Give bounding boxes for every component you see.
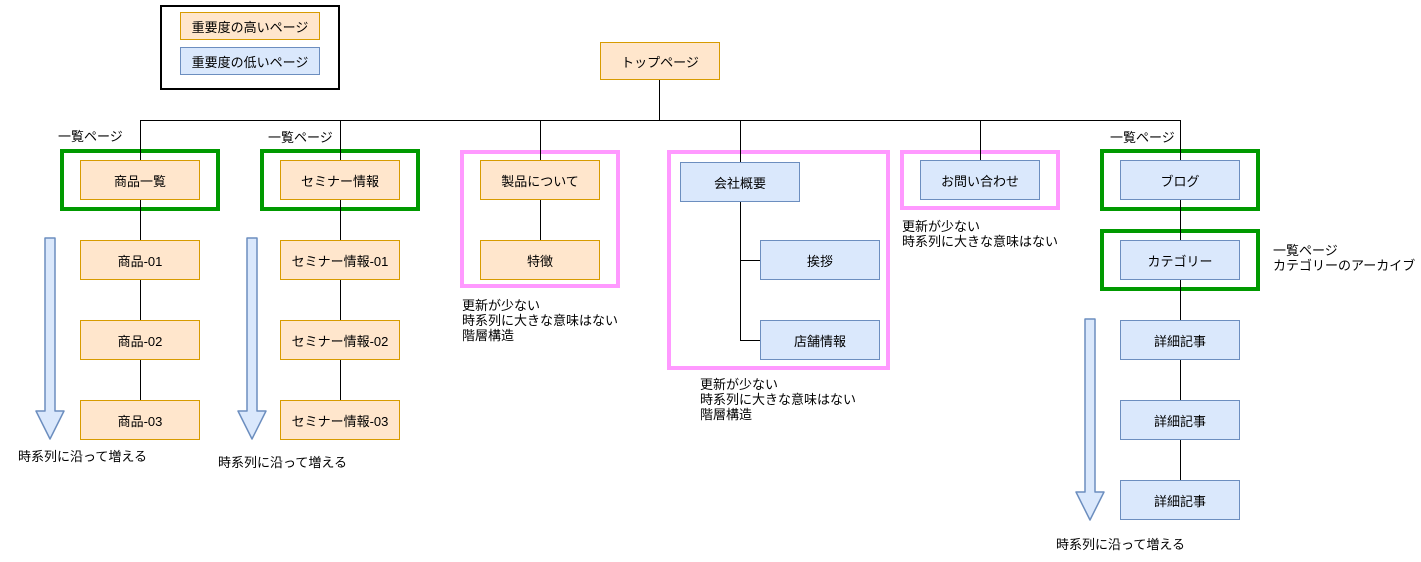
node-contact: お問い合わせ [920, 160, 1040, 200]
connector-company-store [740, 340, 760, 341]
connector-drop-contact [980, 120, 981, 160]
node-features: 特徴 [480, 240, 600, 280]
node-seminar-info: セミナー情報 [280, 160, 400, 200]
connector-company-greeting [740, 260, 760, 261]
node-product-02: 商品-02 [80, 320, 200, 360]
connector-drop-company [740, 120, 741, 162]
node-store-info: 店舗情報 [760, 320, 880, 360]
connector-company-elbow-vertical [740, 202, 741, 340]
note-line: 階層構造 [700, 407, 753, 422]
note-category-archive: 一覧ページ カテゴリーのアーカイブ [1273, 243, 1415, 273]
connector-seminars-1 [340, 200, 341, 240]
note-line: 時系列に大きな意味はない [700, 392, 857, 407]
note-line: 更新が少ない [700, 377, 779, 392]
connector-drop-seminars [340, 120, 341, 160]
connector-drop-blog [1180, 120, 1181, 160]
node-product-list: 商品一覧 [80, 160, 200, 200]
node-article-1: 詳細記事 [1120, 320, 1240, 360]
note-timeline-seminars: 時系列に沿って増える [218, 455, 347, 470]
connector-blog-category [1180, 200, 1181, 240]
node-about-products: 製品について [480, 160, 600, 200]
down-arrow-icon [35, 237, 65, 440]
label-list-page-blog: 一覧ページ [1110, 130, 1175, 145]
connector-products-2 [140, 280, 141, 320]
node-category: カテゴリー [1120, 240, 1240, 280]
node-greeting: 挨拶 [760, 240, 880, 280]
node-company-overview: 会社概要 [680, 162, 800, 202]
connector-products-3 [140, 360, 141, 400]
node-article-3: 詳細記事 [1120, 480, 1240, 520]
label-list-page-seminars: 一覧ページ [268, 130, 333, 145]
connector-drop-about [540, 120, 541, 160]
note-line: 時系列に大きな意味はない [462, 313, 619, 328]
down-arrow-icon [1075, 318, 1105, 521]
note-line: カテゴリーのアーカイブ [1273, 258, 1416, 273]
connector-main-horizontal [140, 120, 1180, 121]
node-product-03: 商品-03 [80, 400, 200, 440]
node-seminar-02: セミナー情報-02 [280, 320, 400, 360]
note-line: 一覧ページ [1273, 243, 1338, 258]
node-top-page: トップページ [600, 42, 720, 80]
connector-top-trunk [659, 80, 660, 120]
connector-about-child [540, 200, 541, 240]
node-article-2: 詳細記事 [1120, 400, 1240, 440]
down-arrow-icon [237, 237, 267, 440]
note-line: 更新が少ない [902, 219, 981, 234]
note-timeline-products: 時系列に沿って増える [18, 449, 147, 464]
connector-blog-1 [1180, 280, 1181, 320]
connector-products-1 [140, 200, 141, 240]
legend-high-importance: 重要度の高いページ [180, 12, 320, 40]
connector-blog-2 [1180, 360, 1181, 400]
note-line: 時系列に大きな意味はない [902, 234, 1059, 249]
legend-low-importance: 重要度の低いページ [180, 47, 320, 75]
note-line: 更新が少ない [462, 298, 541, 313]
label-list-page-products: 一覧ページ [58, 129, 123, 144]
frame-company [667, 150, 890, 370]
node-product-01: 商品-01 [80, 240, 200, 280]
note-timeline-blog: 時系列に沿って増える [1056, 537, 1185, 552]
note-contact: 更新が少ない 時系列に大きな意味はない [902, 219, 1058, 249]
connector-seminars-2 [340, 280, 341, 320]
note-line: 階層構造 [462, 328, 515, 343]
note-about-products: 更新が少ない 時系列に大きな意味はない 階層構造 [462, 298, 618, 343]
connector-blog-3 [1180, 440, 1181, 480]
connector-drop-products [140, 120, 141, 160]
note-company: 更新が少ない 時系列に大きな意味はない 階層構造 [700, 377, 856, 422]
connector-seminars-3 [340, 360, 341, 400]
node-blog: ブログ [1120, 160, 1240, 200]
node-seminar-01: セミナー情報-01 [280, 240, 400, 280]
node-seminar-03: セミナー情報-03 [280, 400, 400, 440]
